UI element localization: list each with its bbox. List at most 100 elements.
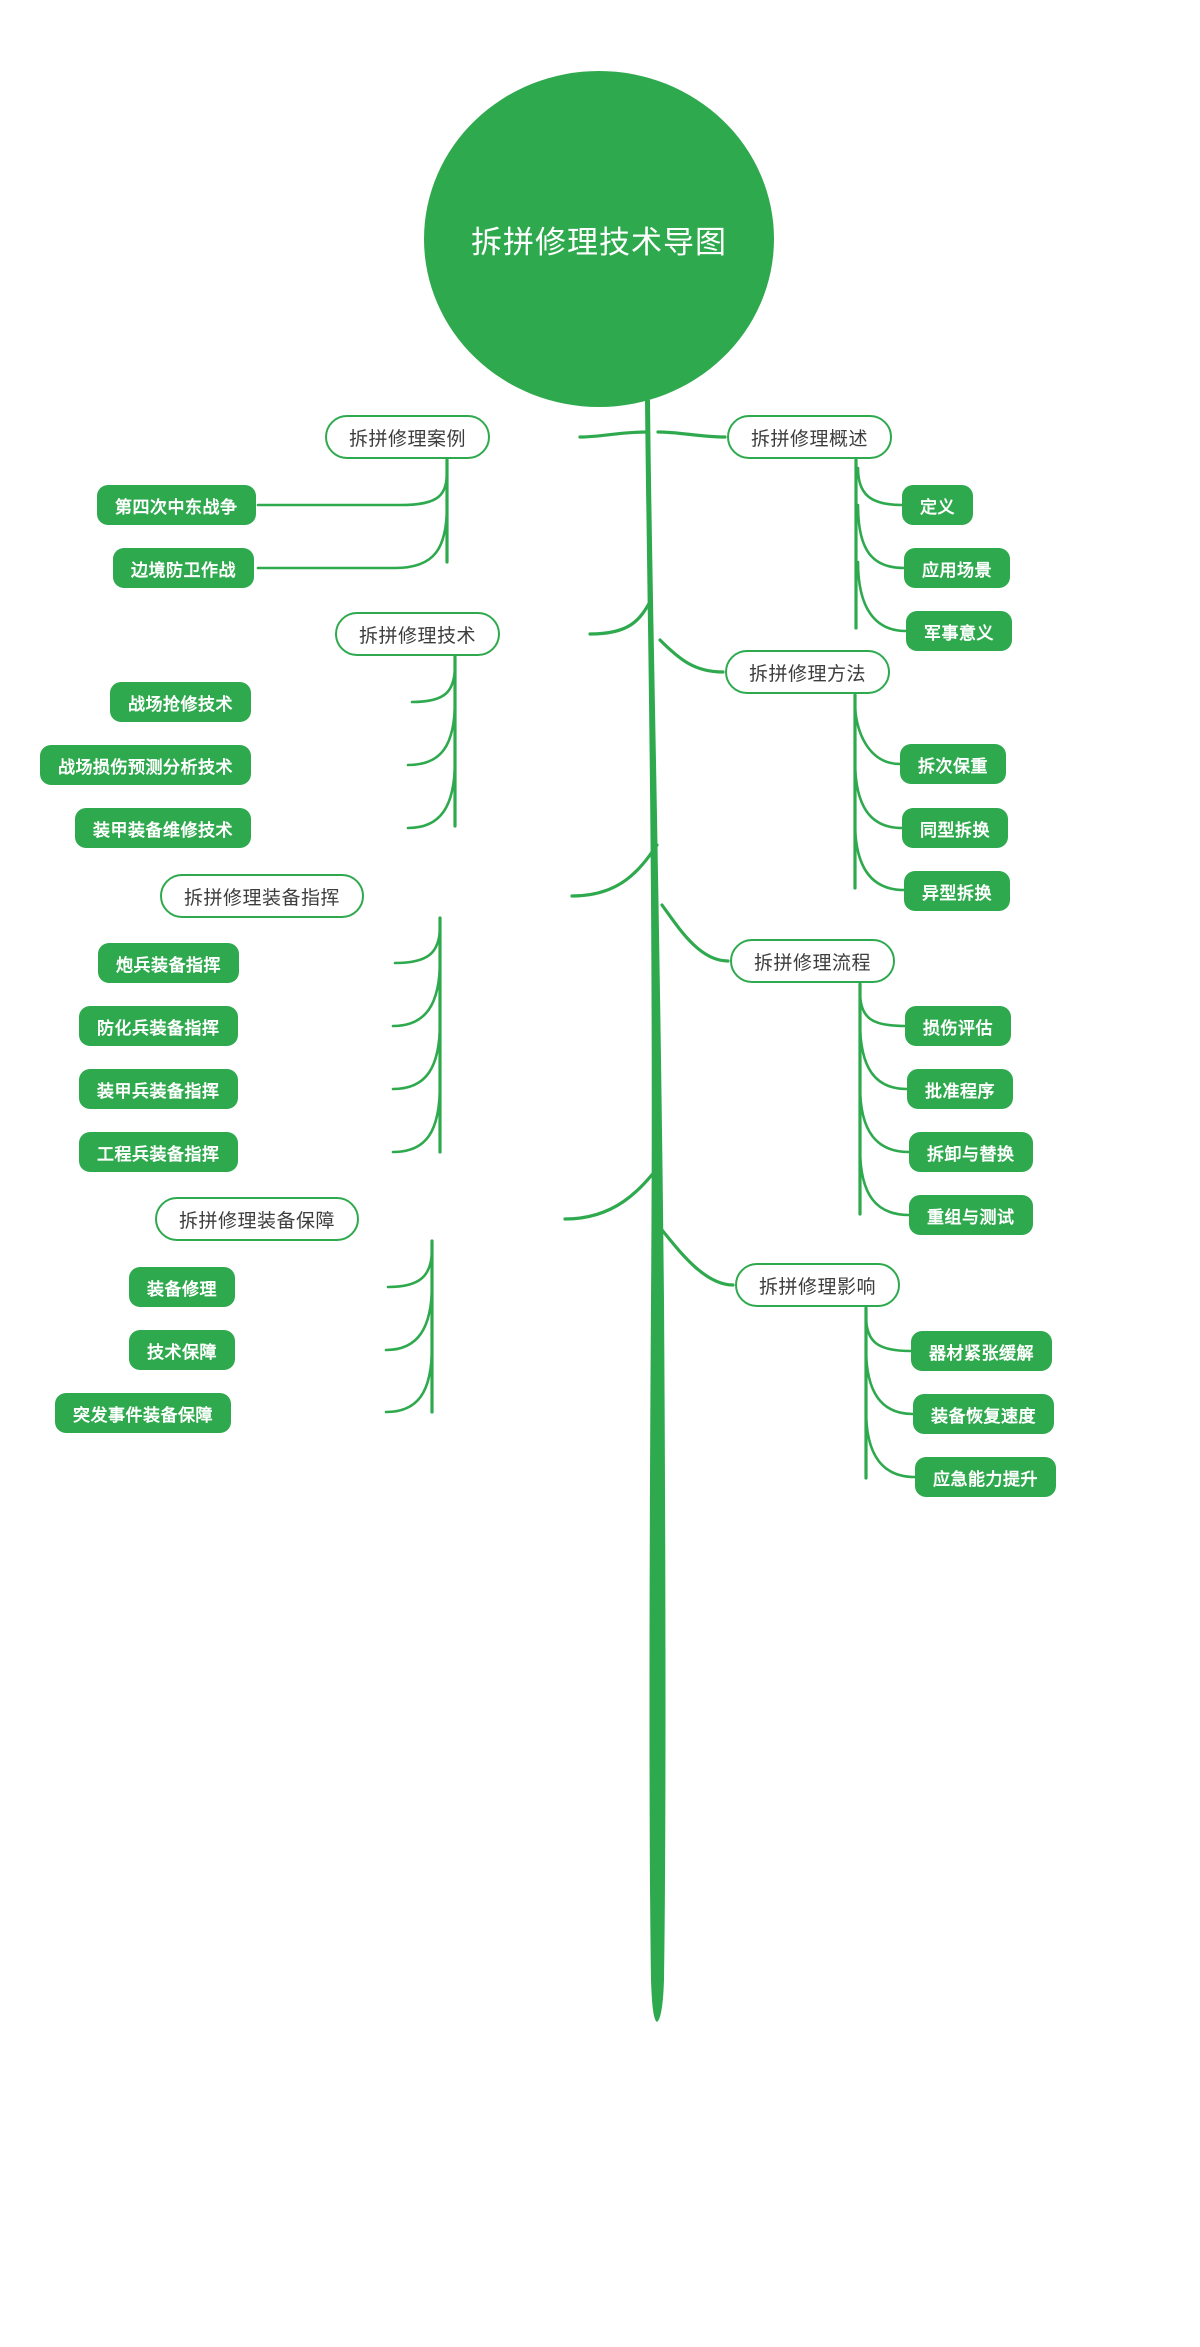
leaf-label-methods-3: 异型拆换 bbox=[922, 883, 992, 903]
link-overview-1b bbox=[618, 468, 900, 505]
curve-support-1 bbox=[386, 1247, 434, 1289]
curve-command-3 bbox=[391, 1020, 442, 1091]
leaf-label-technology-2: 战场损伤预测分析技术 bbox=[58, 757, 233, 777]
branch-node-methods[interactable]: 拆拼修理方法 bbox=[725, 650, 891, 694]
branch-label-support: 拆拼修理装备保障 bbox=[179, 1210, 336, 1232]
branch-node-technology[interactable]: 拆拼修理技术 bbox=[335, 612, 501, 656]
curve-overview-1 bbox=[856, 466, 904, 507]
root-label: 拆拼修理技术导图 bbox=[471, 224, 727, 260]
leaf-label-impact-2: 装备恢复速度 bbox=[931, 1406, 1036, 1426]
stem-impact bbox=[660, 1228, 735, 1287]
stem-support bbox=[563, 1163, 662, 1221]
leaf-label-command-3: 装甲兵装备指挥 bbox=[97, 1081, 220, 1101]
curve-overview-3 bbox=[856, 560, 908, 633]
leaf-label-technology-3: 装甲装备维修技术 bbox=[93, 820, 233, 840]
branch-label-technology: 拆拼修理技术 bbox=[359, 625, 477, 647]
leaf-label-overview-2: 应用场景 bbox=[922, 560, 992, 580]
leaf-node-process-3[interactable]: 拆卸与替换 bbox=[909, 1132, 1033, 1172]
leaf-label-support-2: 技术保障 bbox=[147, 1342, 217, 1362]
leaf-label-cases-2: 边境防卫作战 bbox=[131, 560, 236, 580]
leaf-node-process-1[interactable]: 损伤评估 bbox=[905, 1006, 1011, 1046]
leaf-label-overview-1: 定义 bbox=[920, 497, 955, 517]
branch-node-impact[interactable]: 拆拼修理影响 bbox=[735, 1263, 901, 1307]
leaf-label-command-4: 工程兵装备指挥 bbox=[97, 1144, 220, 1164]
branch-label-impact: 拆拼修理影响 bbox=[759, 1276, 877, 1298]
leaf-node-support-3[interactable]: 突发事件装备保障 bbox=[55, 1393, 231, 1433]
leaf-node-technology-3[interactable]: 装甲装备维修技术 bbox=[75, 808, 251, 848]
leaf-node-process-2[interactable]: 批准程序 bbox=[907, 1069, 1013, 1109]
leaf-node-command-1[interactable]: 炮兵装备指挥 bbox=[98, 943, 239, 983]
stem-process bbox=[660, 903, 730, 963]
leaf-node-overview-2[interactable]: 应用场景 bbox=[904, 548, 1010, 588]
branch-label-process: 拆拼修理流程 bbox=[754, 952, 872, 974]
link-overview-1 bbox=[618, 470, 900, 505]
curve-command-2 bbox=[391, 958, 442, 1028]
leaf-label-process-2: 批准程序 bbox=[925, 1081, 995, 1101]
leaf-node-impact-2[interactable]: 装备恢复速度 bbox=[913, 1394, 1054, 1434]
leaf-label-overview-3: 军事意义 bbox=[924, 623, 994, 643]
curve-methods-2 bbox=[853, 758, 904, 830]
leaf-node-overview-3[interactable]: 军事意义 bbox=[906, 611, 1012, 651]
leaf-label-technology-1: 战场抢修技术 bbox=[128, 694, 233, 714]
leaf-label-process-4: 重组与测试 bbox=[927, 1207, 1015, 1227]
leaf-label-process-3: 拆卸与替换 bbox=[927, 1144, 1015, 1164]
branch-label-methods: 拆拼修理方法 bbox=[749, 663, 867, 685]
curve-process-4 bbox=[858, 1146, 911, 1217]
curve-technology-3 bbox=[406, 758, 457, 830]
branch-label-overview: 拆拼修理概述 bbox=[751, 428, 869, 450]
leaf-node-command-2[interactable]: 防化兵装备指挥 bbox=[79, 1006, 238, 1046]
curve-command-4 bbox=[391, 1082, 442, 1154]
leaf-node-cases-1[interactable]: 第四次中东战争 bbox=[97, 485, 256, 525]
branch-node-cases[interactable]: 拆拼修理案例 bbox=[325, 415, 491, 459]
curve-process-1 bbox=[858, 990, 907, 1028]
branch-node-support[interactable]: 拆拼修理装备保障 bbox=[155, 1197, 360, 1241]
leaf-label-support-3: 突发事件装备保障 bbox=[73, 1405, 213, 1425]
curve-technology-1 bbox=[410, 663, 457, 704]
leaf-node-technology-2[interactable]: 战场损伤预测分析技术 bbox=[40, 745, 251, 785]
leaf-node-support-1[interactable]: 装备修理 bbox=[129, 1267, 235, 1307]
leaf-node-process-4[interactable]: 重组与测试 bbox=[909, 1195, 1033, 1235]
leaf-label-impact-1: 器材紧张缓解 bbox=[929, 1343, 1034, 1363]
leaf-node-methods-2[interactable]: 同型拆换 bbox=[902, 808, 1008, 848]
leaf-node-impact-1[interactable]: 器材紧张缓解 bbox=[911, 1331, 1052, 1371]
leaf-node-overview-1[interactable]: 定义 bbox=[902, 485, 973, 525]
curve-technology-2 bbox=[406, 698, 457, 767]
leaf-label-cases-1: 第四次中东战争 bbox=[115, 497, 238, 517]
branch-label-command: 拆拼修理装备指挥 bbox=[184, 887, 341, 909]
leaf-node-methods-1[interactable]: 拆次保重 bbox=[900, 744, 1006, 784]
edge-overview-1 bbox=[618, 470, 900, 505]
branch-node-command[interactable]: 拆拼修理装备指挥 bbox=[160, 874, 365, 918]
leaf-node-cases-2[interactable]: 边境防卫作战 bbox=[113, 548, 254, 588]
curve-support-3 bbox=[384, 1344, 434, 1414]
curve-support-2 bbox=[384, 1282, 434, 1352]
branch-label-cases: 拆拼修理案例 bbox=[349, 428, 467, 450]
leaf-node-support-2[interactable]: 技术保障 bbox=[129, 1330, 235, 1370]
leaf-label-process-1: 损伤评估 bbox=[923, 1018, 993, 1038]
stem-technology bbox=[588, 598, 653, 636]
curve-methods-3 bbox=[853, 820, 906, 892]
leaf-node-methods-3[interactable]: 异型拆换 bbox=[904, 871, 1010, 911]
stem-command bbox=[570, 843, 659, 898]
leaf-label-command-2: 防化兵装备指挥 bbox=[97, 1018, 220, 1038]
link-cases-1 bbox=[256, 468, 449, 507]
leaf-label-command-1: 炮兵装备指挥 bbox=[116, 955, 221, 975]
stem-methods bbox=[658, 638, 725, 674]
leaf-node-command-3[interactable]: 装甲兵装备指挥 bbox=[79, 1069, 238, 1109]
curve-impact-3 bbox=[864, 1408, 917, 1479]
curve-command-1 bbox=[393, 924, 442, 965]
leaf-label-support-1: 装备修理 bbox=[147, 1279, 217, 1299]
branch-node-process[interactable]: 拆拼修理流程 bbox=[730, 939, 896, 983]
root-node[interactable]: 拆拼修理技术导图 bbox=[424, 71, 774, 407]
curve-impact-1 bbox=[864, 1314, 913, 1353]
leaf-label-impact-3: 应急能力提升 bbox=[933, 1469, 1038, 1489]
curve-overview-2 bbox=[856, 503, 906, 570]
stem-cases bbox=[578, 430, 649, 439]
leaf-node-command-4[interactable]: 工程兵装备指挥 bbox=[79, 1132, 238, 1172]
leaf-node-impact-3[interactable]: 应急能力提升 bbox=[915, 1457, 1056, 1497]
curve-process-2 bbox=[858, 1020, 909, 1091]
leaf-node-technology-1[interactable]: 战场抢修技术 bbox=[110, 682, 251, 722]
leaf-label-methods-1: 拆次保重 bbox=[918, 756, 988, 776]
curve-process-3 bbox=[858, 1084, 911, 1154]
branch-node-overview[interactable]: 拆拼修理概述 bbox=[727, 415, 893, 459]
